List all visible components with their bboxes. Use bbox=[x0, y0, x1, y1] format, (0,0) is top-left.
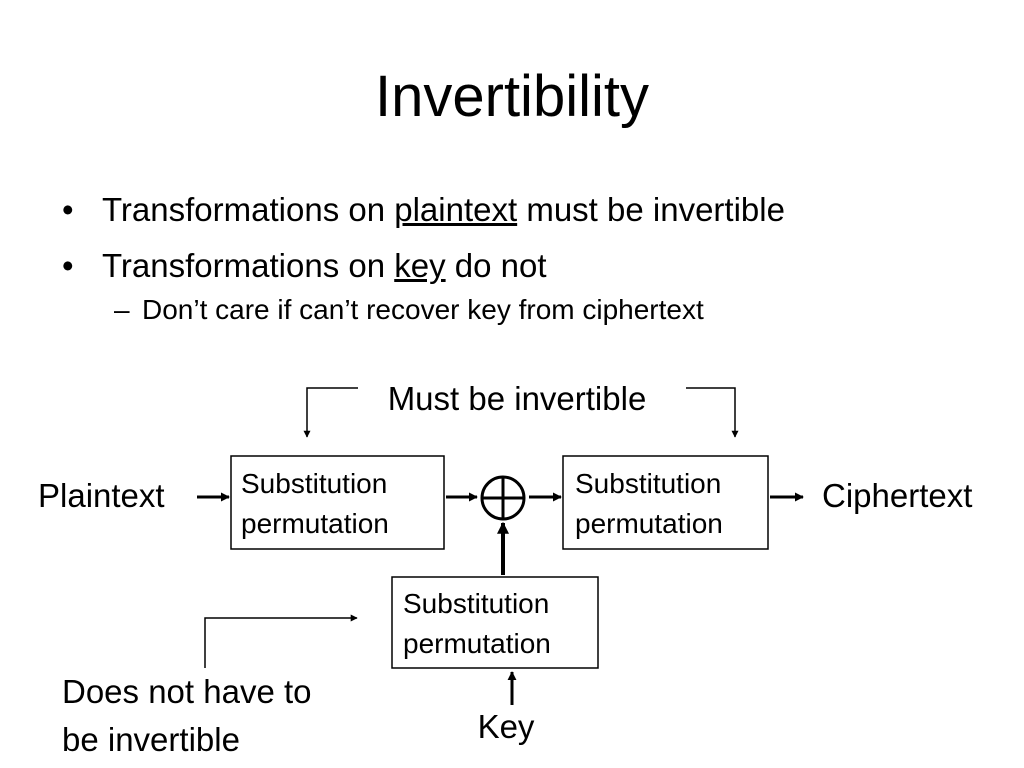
substitution-permutation-box-3: Substitution permutation bbox=[391, 576, 599, 669]
bullet-text-prefix: Transformations on bbox=[102, 247, 395, 284]
bullet-emphasis-key: key bbox=[394, 247, 446, 284]
box-1-line-1: Substitution bbox=[241, 468, 387, 499]
xor-symbol bbox=[480, 475, 526, 521]
substitution-permutation-box-2: Substitution permutation bbox=[562, 455, 769, 550]
key-label: Key bbox=[478, 708, 535, 745]
box-2-line-2: permutation bbox=[575, 508, 723, 539]
bullet-key: • Transformations on key do not bbox=[62, 244, 785, 288]
plaintext-label: Plaintext bbox=[38, 477, 165, 514]
must-be-invertible-label: Must be invertible bbox=[388, 380, 647, 417]
bullet-text-prefix: Transformations on bbox=[102, 191, 395, 228]
must-invertible-arrow-right bbox=[686, 387, 739, 438]
box-3-line-2: permutation bbox=[403, 628, 551, 659]
sub-bullet-marker: – bbox=[114, 294, 130, 325]
bullet-marker: • bbox=[62, 247, 74, 284]
substitution-permutation-box-1: Substitution permutation bbox=[230, 455, 445, 550]
not-invertible-label-line-1: Does not have to bbox=[62, 673, 312, 710]
bullet-text-suffix: do not bbox=[445, 247, 547, 284]
sub-bullet-recover-key: – Don’t care if can’t recover key from c… bbox=[62, 292, 785, 328]
bullet-text-suffix: must be invertible bbox=[517, 191, 785, 228]
slide-title: Invertibility bbox=[375, 64, 649, 129]
ciphertext-label: Ciphertext bbox=[822, 477, 972, 514]
must-invertible-arrow-left bbox=[303, 387, 358, 438]
bullet-plaintext: • Transformations on plaintext must be i… bbox=[62, 188, 785, 232]
box-2-line-1: Substitution bbox=[575, 468, 721, 499]
bullet-emphasis-plaintext: plaintext bbox=[394, 191, 518, 228]
not-invertible-arrow bbox=[204, 614, 358, 668]
box-3-line-1: Substitution bbox=[403, 588, 549, 619]
sub-bullet-text: Don’t care if can’t recover key from cip… bbox=[142, 294, 704, 325]
box-1-line-2: permutation bbox=[241, 508, 389, 539]
not-invertible-label-line-2: be invertible bbox=[62, 721, 240, 758]
bullet-marker: • bbox=[62, 191, 74, 228]
bullet-list: • Transformations on plaintext must be i… bbox=[62, 188, 785, 328]
